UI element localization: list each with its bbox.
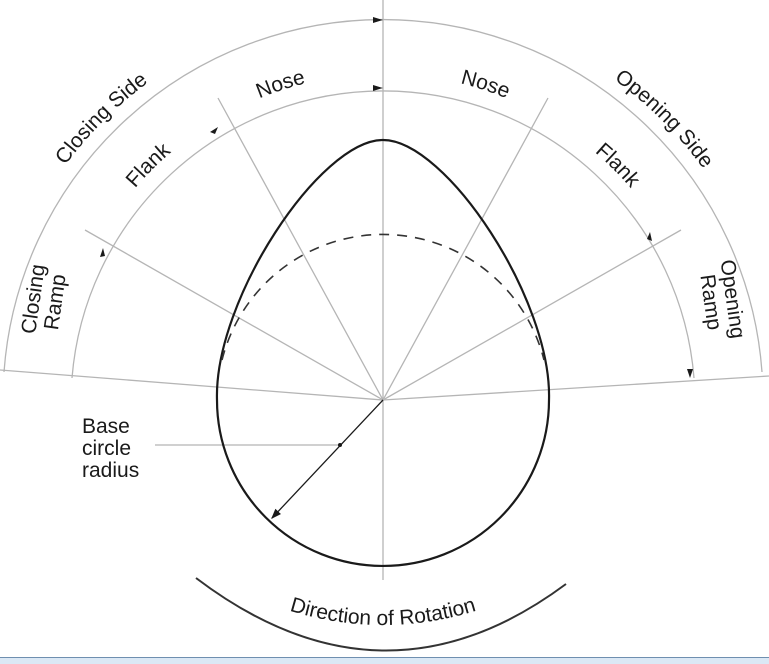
arc-arrows [100, 17, 693, 378]
cam-lobe-outline [215, 138, 551, 568]
radial-lines [0, 0, 769, 580]
nose-left-label: Nose [253, 66, 307, 103]
svg-text:Base: Base [82, 415, 130, 438]
window-bottom-bar [0, 657, 769, 664]
leader-dot [338, 443, 342, 447]
base-circle-radius-label: Base circle radius [82, 415, 139, 482]
closing-side-label: Closing Side [51, 68, 152, 169]
rotation-arc [195, 577, 567, 652]
flank-left-label: Flank [122, 138, 175, 191]
closing-ramp-label: Closing Ramp [17, 263, 70, 336]
nose-right-label: Nose [459, 66, 513, 103]
flank-right-label: Flank [591, 139, 644, 192]
base-circle-dashed [221, 233, 545, 361]
base-circle-radius-arrow [271, 399, 384, 519]
svg-text:circle: circle [82, 437, 131, 460]
opening-side-label: Opening Side [611, 65, 718, 172]
opening-ramp-label: Opening Ramp [695, 258, 749, 340]
svg-text:radius: radius [82, 459, 139, 482]
direction-of-rotation-label: Direction of Rotation [288, 593, 478, 630]
